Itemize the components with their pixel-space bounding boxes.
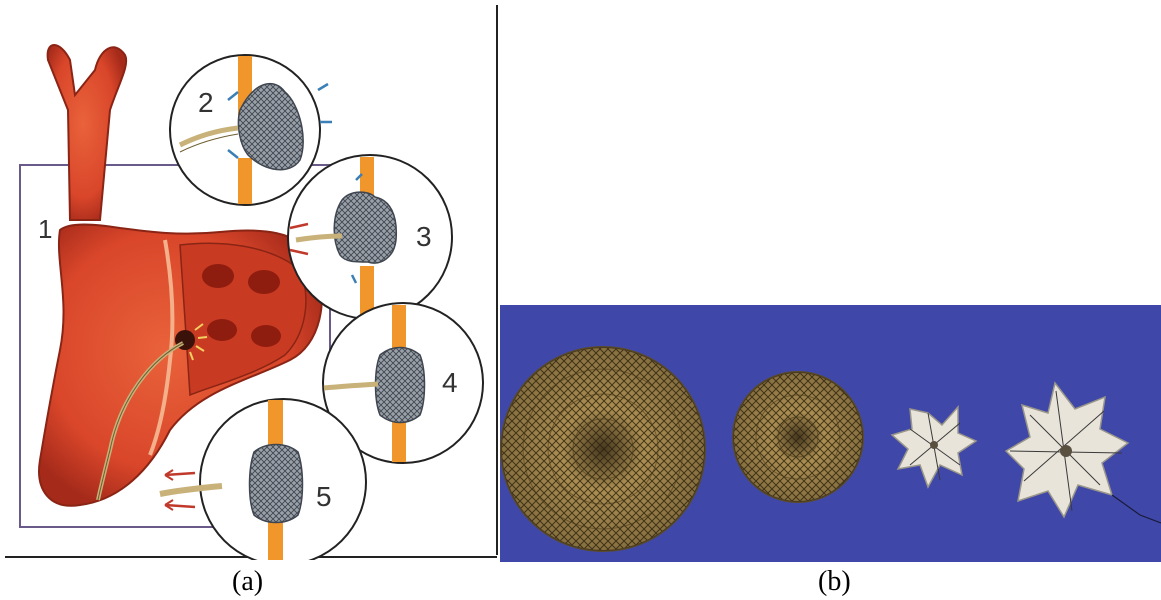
step-label-5: 5 bbox=[316, 481, 332, 512]
panel-b-photo bbox=[500, 305, 1161, 562]
caption-a: (a) bbox=[232, 566, 263, 598]
step-3-inset: 3 bbox=[288, 155, 452, 319]
step-5-inset: 5 bbox=[160, 399, 366, 560]
large-mesh-disc bbox=[501, 347, 705, 551]
medium-mesh-disc bbox=[733, 372, 863, 502]
panel-a-diagram: 1 2 3 4 5 bbox=[0, 0, 500, 560]
step-label-4: 4 bbox=[442, 367, 458, 398]
step-label-3: 3 bbox=[416, 221, 432, 252]
step-label-2: 2 bbox=[198, 87, 214, 118]
caption-b: (b) bbox=[818, 566, 851, 598]
step-label-1: 1 bbox=[38, 214, 52, 244]
